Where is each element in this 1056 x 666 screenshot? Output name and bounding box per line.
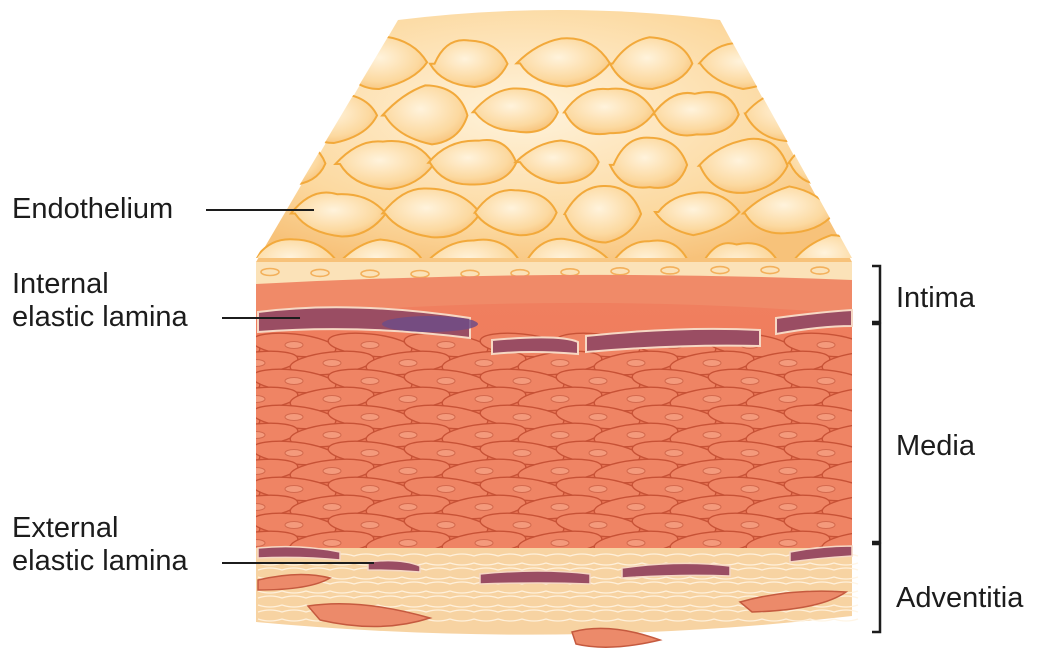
external-elastic-lamina-label: External elastic lamina	[12, 512, 188, 578]
internal-elastic-lamina-line-1: Internal	[12, 268, 188, 301]
external-elastic-lamina-line-2: elastic lamina	[12, 545, 188, 578]
adventitia-text: Adventitia	[896, 582, 1023, 615]
adventitia-bracket	[872, 544, 880, 632]
endothelial-cells	[246, 37, 1012, 296]
endothelium-layer	[246, 10, 1012, 295]
media-bracket	[872, 324, 880, 542]
external-elastic-lamina-line-1: External	[12, 512, 188, 545]
internal-elastic-lamina-label: Internal elastic lamina	[12, 268, 188, 334]
smooth-muscle-cells	[175, 330, 983, 559]
layer-brackets	[872, 266, 880, 632]
endothelium-text: Endothelium	[12, 193, 173, 226]
intima-bracket	[872, 266, 880, 322]
adventitia-label: Adventitia	[896, 582, 1023, 615]
internal-elastic-lamina-line-2: elastic lamina	[12, 301, 188, 334]
endothelium-label: Endothelium	[12, 193, 173, 226]
media-label: Media	[896, 430, 975, 463]
intima-label: Intima	[896, 282, 975, 315]
intima-text: Intima	[896, 282, 975, 315]
media-layer	[175, 303, 983, 558]
media-text: Media	[896, 430, 975, 463]
adventitia-layer	[256, 546, 858, 647]
